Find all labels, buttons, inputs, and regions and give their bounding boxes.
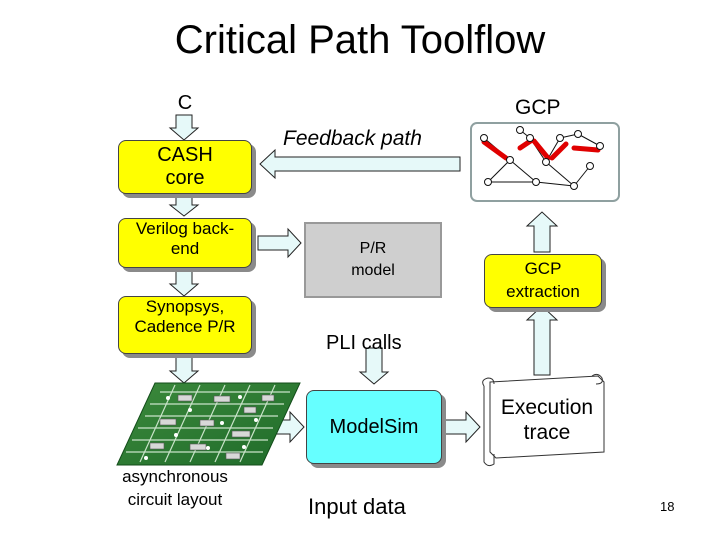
gcp-extraction-label: GCP extraction: [506, 259, 580, 301]
cash-core-box: CASH core: [118, 140, 252, 194]
feedback-arrow: [259, 148, 461, 180]
synopsys-cadence-label: Synopsys, Cadence P/R: [134, 297, 236, 336]
input-data-label: Input data: [308, 494, 406, 519]
arrow-verilog-to-prmodel: [257, 227, 302, 259]
slide-number: 18: [660, 499, 675, 514]
gcp-label: GCP: [515, 96, 561, 119]
execution-trace-label: Execution trace: [500, 396, 594, 445]
synopsys-cadence-box: Synopsys, Cadence P/R: [118, 296, 252, 354]
pr-model-label: P/R model: [351, 239, 395, 279]
arrow-gcpext-to-gcp: [525, 211, 559, 253]
modelsim-box: ModelSim: [306, 390, 442, 464]
arrow-pli-to-modelsim: [358, 347, 390, 385]
modelsim-label: ModelSim: [329, 415, 419, 438]
slide-title: Critical Path Toolflow: [174, 18, 546, 62]
arrow-trace-to-gcpext: [525, 305, 559, 376]
circuit-layout-image: [116, 382, 301, 466]
gcp-graph: [470, 122, 620, 202]
c-input-label: C: [177, 92, 193, 114]
arrow-synopsys-to-layout: [168, 354, 200, 384]
pli-calls-label: PLI calls: [326, 332, 402, 354]
cash-core-label: CASH core: [157, 144, 213, 189]
verilog-backend-label: Verilog back-end: [135, 219, 235, 258]
async-layout-caption: asynchronous circuit layout: [122, 467, 228, 509]
arrow-cash-to-verilog: [168, 193, 200, 217]
verilog-backend-box: Verilog back-end: [118, 218, 252, 268]
arrow-verilog-to-synopsys: [168, 267, 200, 297]
pr-model-box: P/R model: [304, 222, 442, 298]
gcp-extraction-box: GCP extraction: [484, 254, 602, 308]
execution-trace-scroll: [482, 373, 605, 467]
arrow-modelsim-to-trace: [439, 410, 481, 444]
arrow-c-to-cash: [168, 114, 200, 141]
feedback-path-label: Feedback path: [283, 127, 422, 150]
